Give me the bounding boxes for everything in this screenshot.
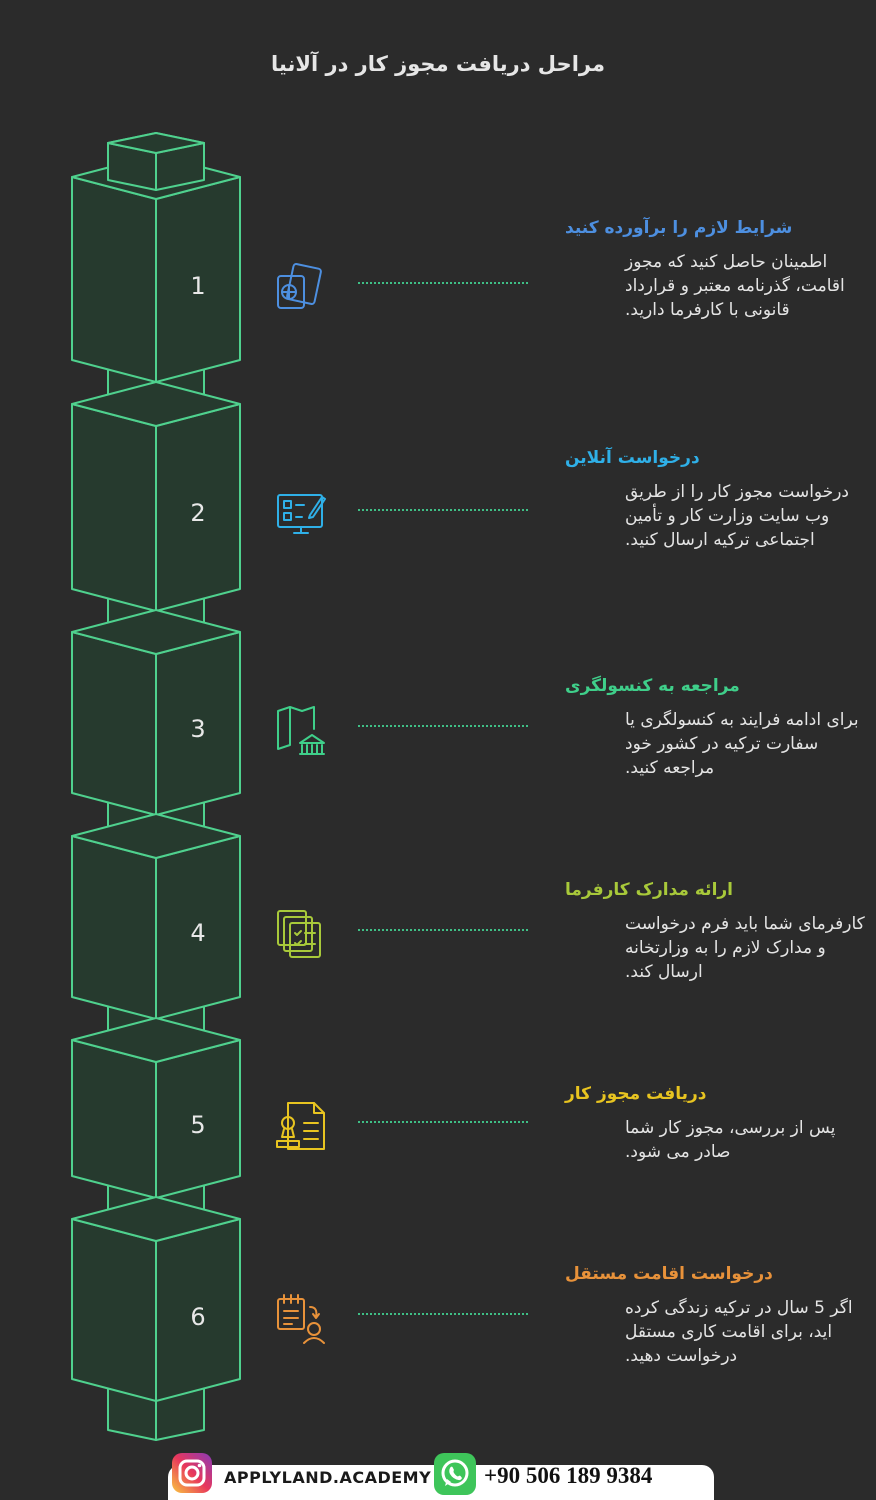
step-description: اطمینان حاصل کنید که مجوز اقامت، گذرنامه…	[625, 252, 845, 320]
step-title: ارائه مدارک کارفرما	[565, 880, 734, 900]
tower-block-3	[71, 609, 241, 816]
instagram-icon[interactable]	[172, 1453, 212, 1493]
connector-dots	[358, 509, 528, 511]
connector-dots	[358, 725, 528, 727]
passport-ticket-icon	[274, 260, 328, 314]
tower-block-4	[71, 813, 241, 1020]
connector-dots	[358, 282, 528, 284]
step-number: 4	[190, 919, 206, 947]
connector-dots	[358, 1313, 528, 1315]
residency-application-icon	[274, 1291, 328, 1345]
permit-stamp-icon	[274, 1099, 328, 1153]
whatsapp-icon[interactable]	[434, 1453, 476, 1495]
step-text-block: شرایط لازم را برآورده کنید اطمینان حاصل ک…	[565, 218, 865, 322]
page-title: مراحل دریافت مجوز کار در آلانیا	[271, 52, 605, 76]
online-form-monitor-icon	[274, 487, 328, 541]
step-title: مراجعه به کنسولگری	[565, 676, 740, 696]
map-embassy-icon	[274, 703, 328, 757]
tower-block-2	[71, 381, 241, 612]
step-text-block: درخواست اقامت مستقل اگر 5 سال در ترکیه زن…	[565, 1264, 865, 1368]
connector-dots	[358, 1121, 528, 1123]
step-number: 3	[190, 715, 206, 743]
connector-dots	[358, 929, 528, 931]
tower-block-6	[71, 1196, 241, 1402]
step-text-block: دریافت مجوز کار پس از بررسی، مجوز کار شما…	[565, 1084, 865, 1164]
step-text-block: ارائه مدارک کارفرما کارفرمای شما باید فرم…	[565, 880, 865, 984]
step-text-block: مراجعه به کنسولگری برای ادامه فرایند به ک…	[565, 676, 865, 780]
footer-phone[interactable]: +90 506 189 9384	[484, 1463, 653, 1488]
step-number: 1	[190, 272, 206, 300]
step-number: 5	[190, 1111, 206, 1139]
tower-block-5	[71, 1017, 241, 1199]
step-description: پس از بررسی، مجوز کار شما صادر می شود.	[625, 1118, 836, 1162]
step-title: درخواست آنلاین	[565, 448, 700, 468]
step-title: دریافت مجوز کار	[565, 1084, 707, 1104]
step-text-block: درخواست آنلاین درخواست مجوز کار را از طری…	[565, 448, 865, 552]
documents-checklist-icon	[274, 907, 328, 961]
step-description: درخواست مجوز کار را از طریق وب سایت وزار…	[625, 482, 849, 550]
step-title: درخواست اقامت مستقل	[565, 1264, 773, 1284]
step-number: 2	[190, 499, 206, 527]
step-title: شرایط لازم را برآورده کنید	[565, 218, 793, 238]
step-description: برای ادامه فرایند به کنسولگری یا سفارت ت…	[625, 710, 859, 778]
tower-cap	[107, 132, 205, 191]
footer-site-link[interactable]: APPLYLAND.ACADEMY	[224, 1468, 432, 1487]
step-description: کارفرمای شما باید فرم درخواست و مدارک لا…	[625, 914, 865, 982]
step-number: 6	[190, 1303, 206, 1331]
step-description: اگر 5 سال در ترکیه زندگی کرده اید، برای …	[625, 1298, 853, 1366]
